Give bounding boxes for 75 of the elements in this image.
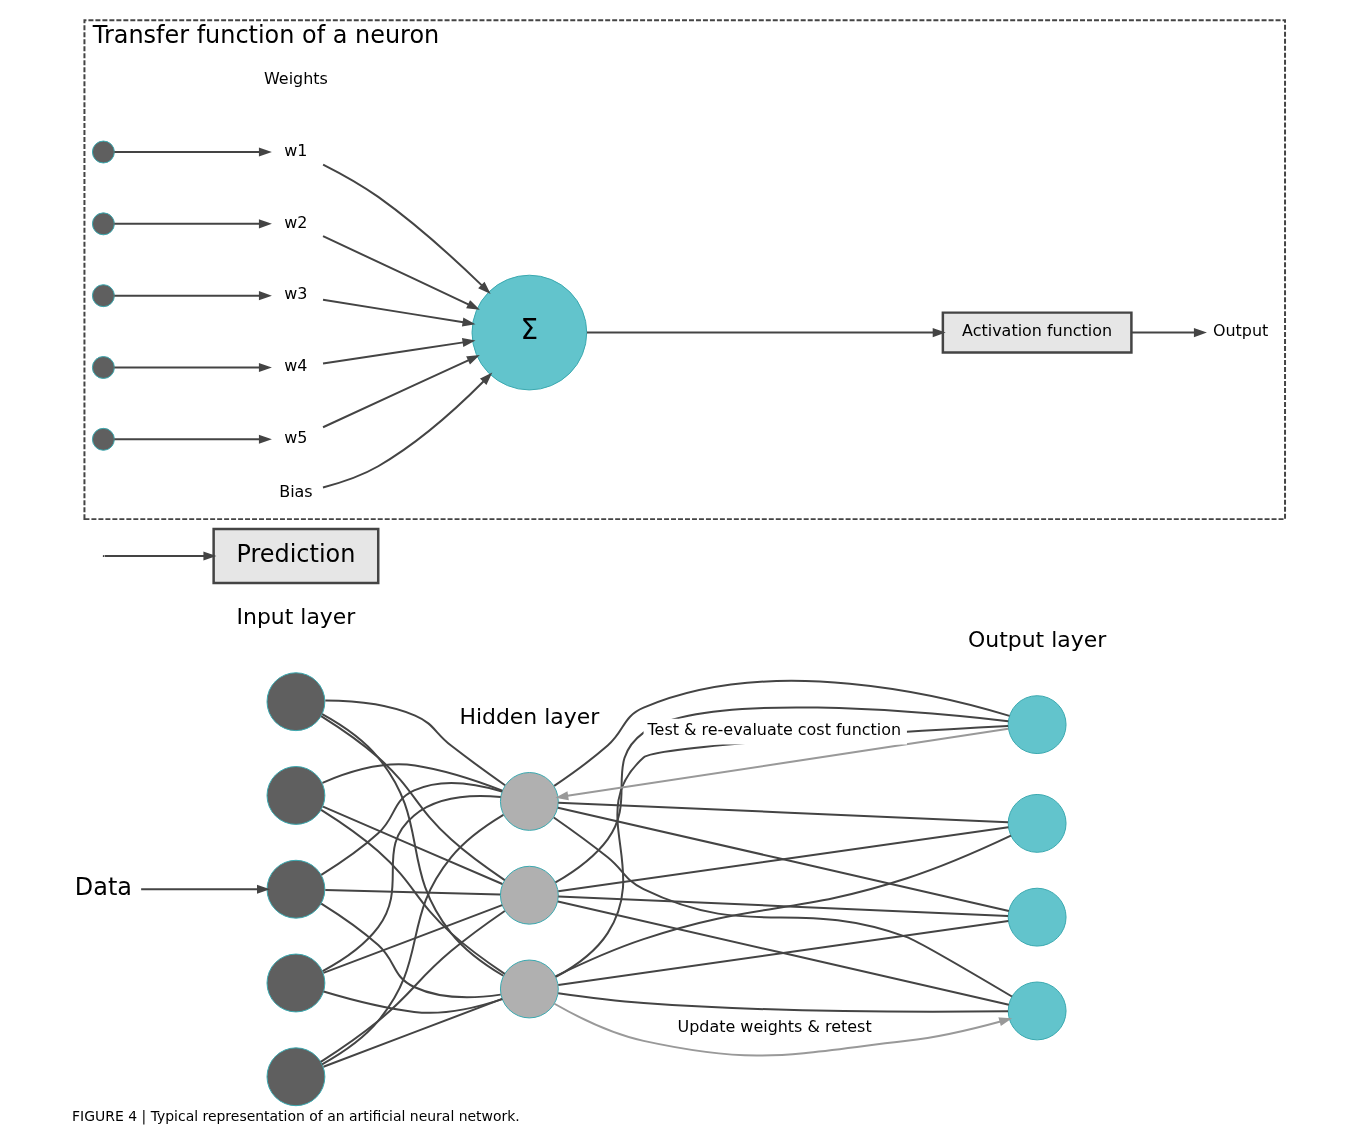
- caption: FIGURE 4 | Typical representation of an artificial neural network.: [71, 1107, 520, 1124]
- node-circle: [91, 284, 115, 308]
- connector: [321, 805, 503, 885]
- node-circle: [1007, 981, 1067, 1041]
- connector: [320, 813, 504, 1066]
- label: Hidden layer: [458, 704, 599, 730]
- node-text: Bias: [278, 481, 313, 501]
- arrow: [112, 291, 272, 301]
- connector: [554, 706, 1009, 884]
- connector: [321, 997, 503, 1068]
- arrow: [554, 727, 1009, 801]
- connector: [556, 895, 1009, 917]
- node-circle: [91, 356, 115, 379]
- arrow: [321, 372, 492, 489]
- arrow: [321, 163, 491, 294]
- connector: [323, 699, 506, 787]
- arrow: [585, 328, 946, 338]
- connector: [319, 782, 503, 876]
- arrow: [112, 147, 272, 157]
- edge-label: Test & re-evaluate cost function: [647, 720, 901, 740]
- connector: [556, 920, 1009, 986]
- connector: [320, 763, 503, 792]
- node-circle: [499, 772, 559, 831]
- node-circle: [499, 959, 559, 1019]
- connector: [321, 904, 503, 974]
- node-box: Activation function: [941, 311, 1133, 354]
- connector: [323, 888, 501, 896]
- node-text: Output: [1212, 321, 1268, 341]
- node-circle: [1007, 887, 1067, 947]
- node-text: w3: [283, 284, 308, 304]
- node-circle: [266, 1047, 325, 1107]
- node-circle: [91, 140, 115, 164]
- label: Input layer: [236, 604, 355, 630]
- node-text: w1: [283, 140, 308, 160]
- arrow: [552, 1002, 1012, 1057]
- node-text: w5: [283, 428, 308, 448]
- connector: [556, 992, 1009, 1013]
- connector: [319, 715, 506, 882]
- node-circle: [266, 672, 325, 732]
- node-text: w2: [283, 212, 308, 232]
- node-circle: [91, 427, 115, 451]
- connector: [553, 834, 1012, 978]
- node-circle: [1007, 695, 1067, 755]
- node-box: Prediction: [211, 527, 379, 585]
- node-circle: [91, 212, 115, 236]
- connector: [556, 801, 1009, 824]
- node-circle: Σ: [471, 274, 587, 391]
- node-text: Data: [74, 873, 132, 902]
- connector: [319, 910, 506, 1063]
- arrow: [112, 362, 272, 373]
- node-text: w4: [283, 356, 308, 376]
- arrow: [112, 434, 272, 444]
- edge-label: Update weights & retest: [677, 1016, 872, 1036]
- node-circle: [266, 953, 325, 1013]
- arrow: [1130, 328, 1207, 338]
- arrow: [103, 551, 216, 561]
- connector: [556, 806, 1010, 912]
- arrow: [321, 235, 480, 310]
- arrow: [321, 338, 475, 365]
- connector: [552, 680, 1010, 787]
- label: Weights: [263, 68, 328, 88]
- arrow: [321, 298, 475, 327]
- node-circle: [499, 865, 559, 925]
- connector: [320, 713, 504, 977]
- connector: [556, 900, 1010, 1006]
- arrow: [321, 354, 480, 429]
- label: Output layer: [967, 627, 1106, 653]
- arrow: [112, 219, 272, 229]
- node-circle: [266, 766, 325, 825]
- connector: [556, 826, 1009, 893]
- connector: [552, 816, 1013, 998]
- arrow: [139, 884, 270, 894]
- connector: [319, 902, 502, 999]
- node-circle: [1007, 793, 1067, 853]
- node-circle: [266, 859, 325, 919]
